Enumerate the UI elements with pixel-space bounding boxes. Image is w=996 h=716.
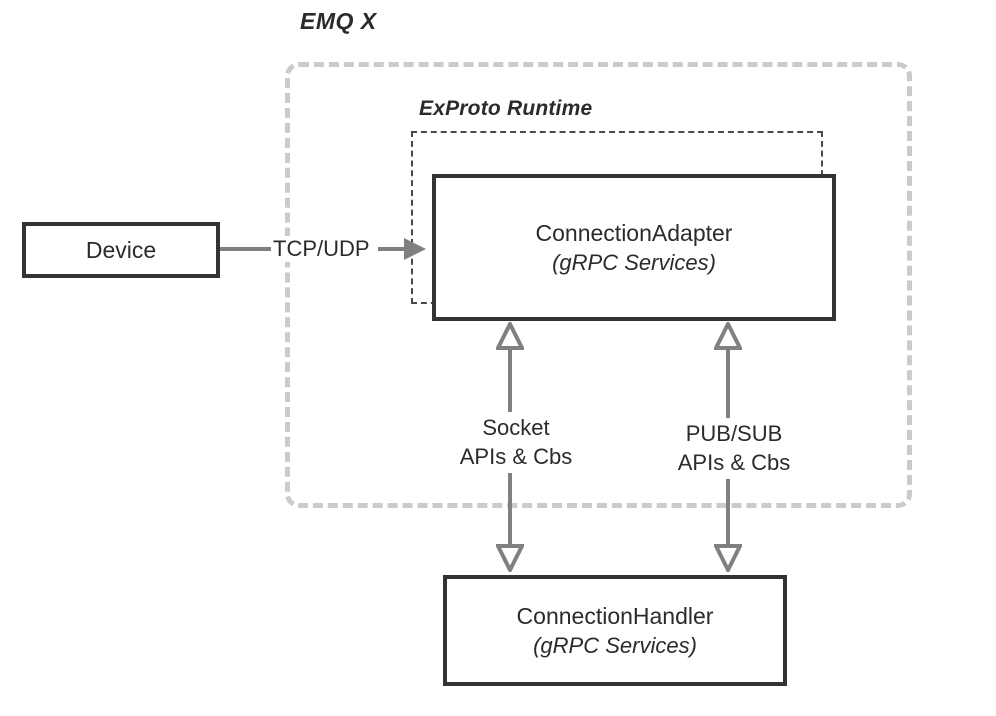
- arrow-right-icon: [404, 238, 426, 260]
- edge-label-socket-apis: Socket APIs & Cbs: [446, 412, 586, 474]
- arrow-up-hollow-icon: [496, 322, 524, 350]
- arrow-up-hollow-icon: [714, 322, 742, 350]
- edge-label-socket-apis-line2: APIs & Cbs: [459, 443, 573, 469]
- arrow-down-hollow-icon: [714, 544, 742, 572]
- edge-label-socket-apis-line1: Socket: [482, 415, 550, 440]
- node-connection-adapter-subtitle: (gRPC Services): [552, 250, 716, 276]
- edge-label-tcp-udp: TCP/UDP: [271, 236, 372, 262]
- node-device-title: Device: [85, 236, 157, 263]
- node-connection-handler-subtitle: (gRPC Services): [533, 633, 697, 659]
- group-label-emqx: EMQ X: [300, 8, 377, 34]
- edge-device-to-adapter-line-left: [220, 247, 274, 251]
- node-connection-adapter[interactable]: ConnectionAdapter (gRPC Services): [432, 174, 836, 321]
- edge-label-pubsub-apis-line2: APIs & Cbs: [677, 449, 791, 475]
- node-connection-handler[interactable]: ConnectionHandler (gRPC Services): [443, 575, 787, 686]
- node-device[interactable]: Device: [22, 222, 220, 278]
- node-connection-adapter-title: ConnectionAdapter: [535, 219, 733, 246]
- edge-label-pubsub-apis-line1: PUB/SUB: [685, 421, 783, 446]
- edge-label-pubsub-apis: PUB/SUB APIs & Cbs: [662, 418, 806, 480]
- group-label-exproto: ExProto Runtime: [419, 97, 593, 120]
- node-connection-handler-title: ConnectionHandler: [516, 602, 714, 629]
- arrow-down-hollow-icon: [496, 544, 524, 572]
- group-boundary-emqx: [285, 62, 912, 508]
- edge-device-to-adapter-line-right: [378, 247, 410, 251]
